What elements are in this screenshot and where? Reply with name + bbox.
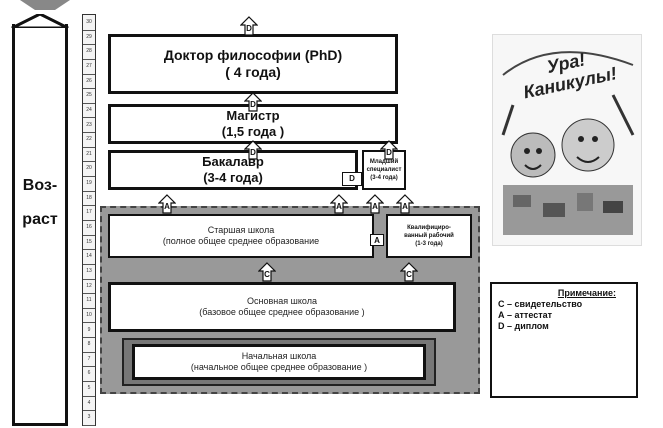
junior-to-bachelor-arrow: D bbox=[342, 172, 362, 186]
master-duration: (1,5 года ) bbox=[222, 124, 284, 140]
age-tick: 6 bbox=[83, 366, 95, 382]
age-tick: 21 bbox=[83, 147, 95, 163]
age-tick: 24 bbox=[83, 103, 95, 119]
arrow-letter: A bbox=[366, 202, 384, 211]
arrow-senior-to-junior: A bbox=[366, 194, 384, 214]
arrow-letter: C bbox=[400, 270, 418, 279]
age-tick: 8 bbox=[83, 337, 95, 353]
age-tick: 7 bbox=[83, 352, 95, 368]
arrow-letter: D bbox=[244, 148, 262, 157]
basic-school-box: Основная школа (базовое общее среднее об… bbox=[108, 282, 456, 332]
age-tick: 5 bbox=[83, 381, 95, 397]
arrow-letter: A bbox=[396, 202, 414, 211]
note-d: D – диплом bbox=[498, 321, 630, 332]
age-tick: 10 bbox=[83, 308, 95, 324]
age-tick: 29 bbox=[83, 30, 95, 46]
age-tick: 13 bbox=[83, 264, 95, 280]
primary-school-subtitle: (начальное общее среднее образование ) bbox=[191, 362, 367, 373]
age-tick: 12 bbox=[83, 279, 95, 295]
age-tick: 9 bbox=[83, 323, 95, 339]
arrow-basic-to-senior: C bbox=[258, 262, 276, 282]
age-tick: 11 bbox=[83, 293, 95, 309]
arrow-senior-to-bachelor: A bbox=[158, 194, 176, 214]
junior-to-bachelor-letter: D bbox=[349, 174, 355, 183]
age-tick: 17 bbox=[83, 205, 95, 221]
qualified-worker-box: Квалифициро- ванный рабочий (1-3 года) bbox=[386, 214, 472, 258]
qualified-worker-line3: (1-3 года) bbox=[415, 240, 443, 248]
basic-school-subtitle: (базовое общее среднее образование ) bbox=[199, 307, 364, 318]
senior-school-box: Старшая школа (полное общее среднее обра… bbox=[108, 214, 374, 258]
age-label: Воз- раст bbox=[14, 176, 66, 230]
bachelor-box: Бакалавр (3-4 года) bbox=[108, 150, 358, 190]
arrow-master: D bbox=[244, 140, 262, 160]
phd-title: Доктор философии (PhD) bbox=[164, 47, 342, 64]
senior-to-worker-arrow: A bbox=[370, 234, 384, 246]
age-tick: 3 bbox=[83, 410, 95, 426]
arrow-phd: D bbox=[244, 92, 262, 112]
primary-school-title: Начальная школа bbox=[242, 351, 317, 362]
age-tick: 18 bbox=[83, 191, 95, 207]
arrow-to-top: D bbox=[240, 16, 258, 36]
age-tick: 28 bbox=[83, 44, 95, 60]
age-label-line2: раст bbox=[14, 210, 66, 230]
age-tick: 23 bbox=[83, 118, 95, 134]
junior-line3: (3-4 года) bbox=[370, 174, 398, 182]
bachelor-duration: (3-4 года) bbox=[203, 170, 263, 186]
age-tick: 16 bbox=[83, 220, 95, 236]
age-tick: 27 bbox=[83, 59, 95, 75]
note-a: А – аттестат bbox=[498, 310, 630, 321]
arrow-letter: C bbox=[258, 270, 276, 279]
primary-school-box: Начальная школа (начальное общее среднее… bbox=[132, 344, 426, 380]
note-c: С – свидетельство bbox=[498, 299, 630, 310]
phd-box: Доктор философии (PhD) ( 4 года) bbox=[108, 34, 398, 94]
arrow-letter: D bbox=[380, 148, 398, 157]
age-tick: 15 bbox=[83, 235, 95, 251]
arrow-junior-to-master: D bbox=[380, 140, 398, 160]
age-tick: 19 bbox=[83, 176, 95, 192]
senior-to-worker-letter: A bbox=[374, 236, 380, 245]
arrow-letter: A bbox=[330, 202, 348, 211]
age-axis-arrow-icon bbox=[10, 14, 70, 28]
arrow-senior-to-bachelor-right: A bbox=[330, 194, 348, 214]
poster-illustration: Ура! Каникулы! bbox=[492, 34, 642, 246]
arrow-letter: A bbox=[158, 202, 176, 211]
senior-school-subtitle: (полное общее среднее образование bbox=[163, 236, 319, 247]
qualified-worker-line1: Квалифициро- bbox=[407, 224, 451, 232]
age-tick: 25 bbox=[83, 88, 95, 104]
age-tick: 4 bbox=[83, 396, 95, 412]
age-tick: 30 bbox=[83, 15, 95, 31]
qualified-worker-line2: ванный рабочий bbox=[404, 232, 454, 240]
legend-note: Примечание: С – свидетельство А – аттест… bbox=[490, 282, 638, 398]
age-tick: 26 bbox=[83, 74, 95, 90]
arrow-worker-to-junior: A bbox=[396, 194, 414, 214]
arrow-basic-to-worker: C bbox=[400, 262, 418, 282]
arrow-letter: D bbox=[244, 100, 262, 109]
arrow-letter: D bbox=[240, 24, 258, 33]
basic-school-title: Основная школа bbox=[247, 296, 317, 307]
senior-school-title: Старшая школа bbox=[208, 225, 274, 236]
age-tick: 14 bbox=[83, 249, 95, 265]
age-label-line1: Воз- bbox=[14, 176, 66, 196]
note-title: Примечание: bbox=[498, 288, 630, 299]
corner-arrow-icon bbox=[20, 0, 70, 10]
age-tick: 22 bbox=[83, 132, 95, 148]
age-tick: 20 bbox=[83, 161, 95, 177]
phd-duration: ( 4 года) bbox=[225, 64, 281, 81]
junior-line2: специалист bbox=[367, 166, 402, 174]
